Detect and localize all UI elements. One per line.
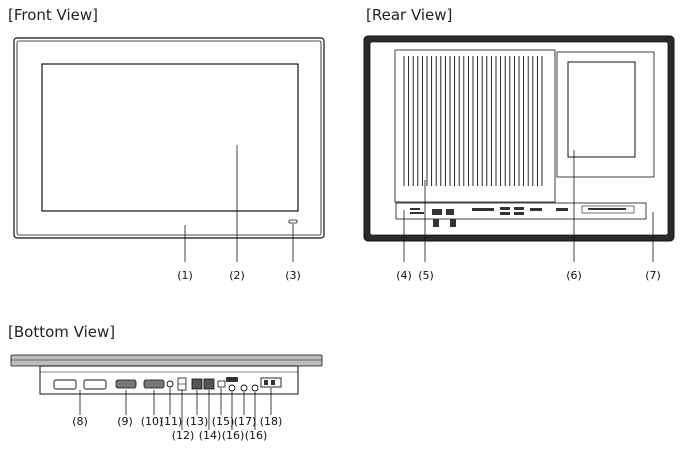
callout-11: (11) [160,415,183,428]
callout-10: (10) [141,415,164,428]
heatsink-fins [403,56,543,186]
lan-port-a [191,378,203,390]
audio-jack-b [240,384,248,392]
callout-8: (8) [72,415,88,428]
callout-4: (4) [396,269,412,282]
bottom-chassis [39,365,299,395]
hdmi-port [226,377,238,382]
front-view-title: [Front View] [8,6,99,24]
bottom-view: (8) (9) (10) (11) (12) (13) (14) (15) (1… [10,354,323,442]
front-bezel-inner [16,40,322,236]
callout-7: (7) [645,269,661,282]
bottom-leaders [79,388,272,430]
display-port [217,380,226,388]
rear-view: (4) (5) (6) (7) [363,35,675,282]
callout-6: (6) [566,269,582,282]
rear-view-title: [Rear View] [366,6,453,24]
front-screen [41,63,299,212]
callout-13: (13) [186,415,209,428]
callout-18: (18) [260,415,283,428]
callout-9: (9) [117,415,133,428]
db9-port-a [53,379,77,390]
rear-connector-strip [395,202,647,220]
lan-port-b [203,378,215,390]
callout-12: (12) [172,429,195,442]
bottom-view-title: [Bottom View] [8,323,116,341]
callout-2: (2) [229,269,245,282]
audio-jack-a [228,384,236,392]
com-port-b [143,379,165,389]
rear-lower-slot-b [450,219,456,227]
callout-14: (14) [199,429,222,442]
callout-1: (1) [177,269,193,282]
com-port-a [115,379,137,389]
rear-strip-marks [410,205,635,215]
callout-17: (17) [234,415,257,428]
callout-15: (15) [212,415,235,428]
heatsink-plate [394,49,556,203]
rear-lower-slot-a [433,219,439,227]
bottom-edge-outer [10,354,323,367]
audio-jack-c [251,384,259,392]
callout-16-a: (16) [222,429,245,442]
db9-port-b [83,379,107,390]
front-view: (1) (2) (3) [13,37,325,282]
front-led [288,219,298,224]
callout-16-b: (16) [245,429,268,442]
callout-5: (5) [418,269,434,282]
callout-3: (3) [285,269,301,282]
power-button [166,380,174,388]
option-cover [567,61,636,158]
